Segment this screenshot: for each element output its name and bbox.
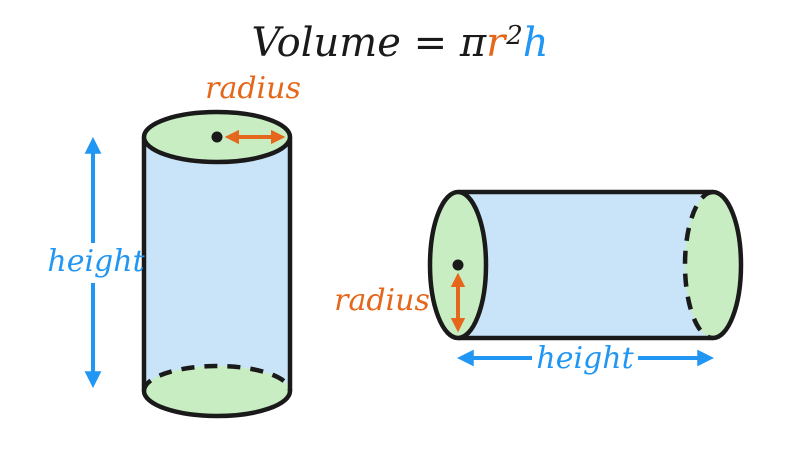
horizontal-cylinder-right-edge xyxy=(712,189,744,341)
top-cap-center-dot xyxy=(211,131,223,143)
horizontal-cylinder xyxy=(427,189,744,341)
radius-label-vertical-cylinder: radius xyxy=(205,71,301,106)
formula-radius-variable: r xyxy=(486,20,506,66)
formula-exponent: 2 xyxy=(506,21,523,51)
height-label-horizontal-cylinder: height xyxy=(536,341,634,376)
height-label-vertical-cylinder: height xyxy=(47,244,145,279)
horizontal-cylinder-body xyxy=(458,192,741,338)
formula-volume-equals-pi: Volume = π xyxy=(251,20,487,66)
left-cap-center-dot xyxy=(452,259,464,271)
vertical-cylinder-bottom-edge xyxy=(141,390,293,419)
formula-height-variable: h xyxy=(522,20,549,66)
formula-title: Volume = πr2h xyxy=(0,10,800,69)
vertical-cylinder-body xyxy=(144,137,290,416)
vertical-cylinder-bottom-cap xyxy=(144,366,290,416)
horizontal-cylinder-right-cap xyxy=(685,192,741,338)
vertical-cylinder-hidden-edge xyxy=(141,363,293,392)
radius-label-horizontal-cylinder: radius xyxy=(334,283,430,318)
vertical-cylinder xyxy=(141,109,293,419)
